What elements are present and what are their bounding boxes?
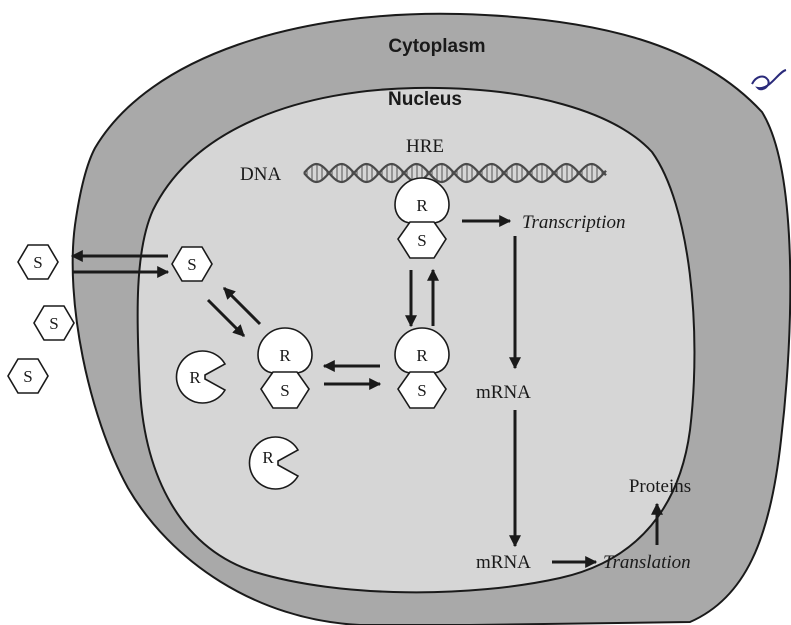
svg-text:R: R: [279, 346, 291, 365]
hre-label: HRE: [406, 136, 444, 157]
svg-text:R: R: [416, 346, 428, 365]
receptor-steroid-complex-cytoplasm: R S: [257, 327, 313, 409]
steroid-outside-3: S: [7, 358, 49, 394]
receptor-steroid-complex-dna-bound: R S: [394, 177, 450, 259]
svg-text:S: S: [23, 367, 32, 386]
mrna-nucleus-label: mRNA: [476, 382, 531, 403]
svg-text:S: S: [33, 253, 42, 272]
dna-strand-2: [303, 162, 607, 184]
steroid-cytoplasm: S: [171, 246, 213, 282]
arrow-binding-forward: [206, 298, 246, 338]
cytoplasm-label: Cytoplasm: [388, 36, 485, 57]
steroid-outside-2: S: [33, 305, 75, 341]
arrow-binding-reverse: [222, 286, 262, 326]
free-receptor-1: R: [175, 350, 227, 404]
nucleus-label: Nucleus: [388, 89, 462, 110]
svg-text:S: S: [49, 314, 58, 333]
translation-label: Translation: [603, 552, 691, 573]
transcription-label: Transcription: [522, 212, 625, 233]
receptor-steroid-complex-nucleus: R S: [394, 327, 450, 409]
svg-text:S: S: [417, 231, 426, 250]
dna-double-helix: [303, 162, 607, 184]
svg-text:S: S: [417, 381, 426, 400]
signature-mark: [751, 69, 787, 91]
proteins-label: Proteins: [629, 476, 691, 497]
svg-text:S: S: [187, 255, 196, 274]
dna-label: DNA: [240, 164, 281, 185]
svg-text:R: R: [262, 448, 274, 467]
free-receptor-2: R: [248, 436, 300, 490]
steroid-outside-1: S: [17, 244, 59, 280]
svg-text:R: R: [416, 196, 428, 215]
mrna-cytoplasm-label: mRNA: [476, 552, 531, 573]
svg-text:S: S: [280, 381, 289, 400]
svg-text:R: R: [189, 368, 201, 387]
